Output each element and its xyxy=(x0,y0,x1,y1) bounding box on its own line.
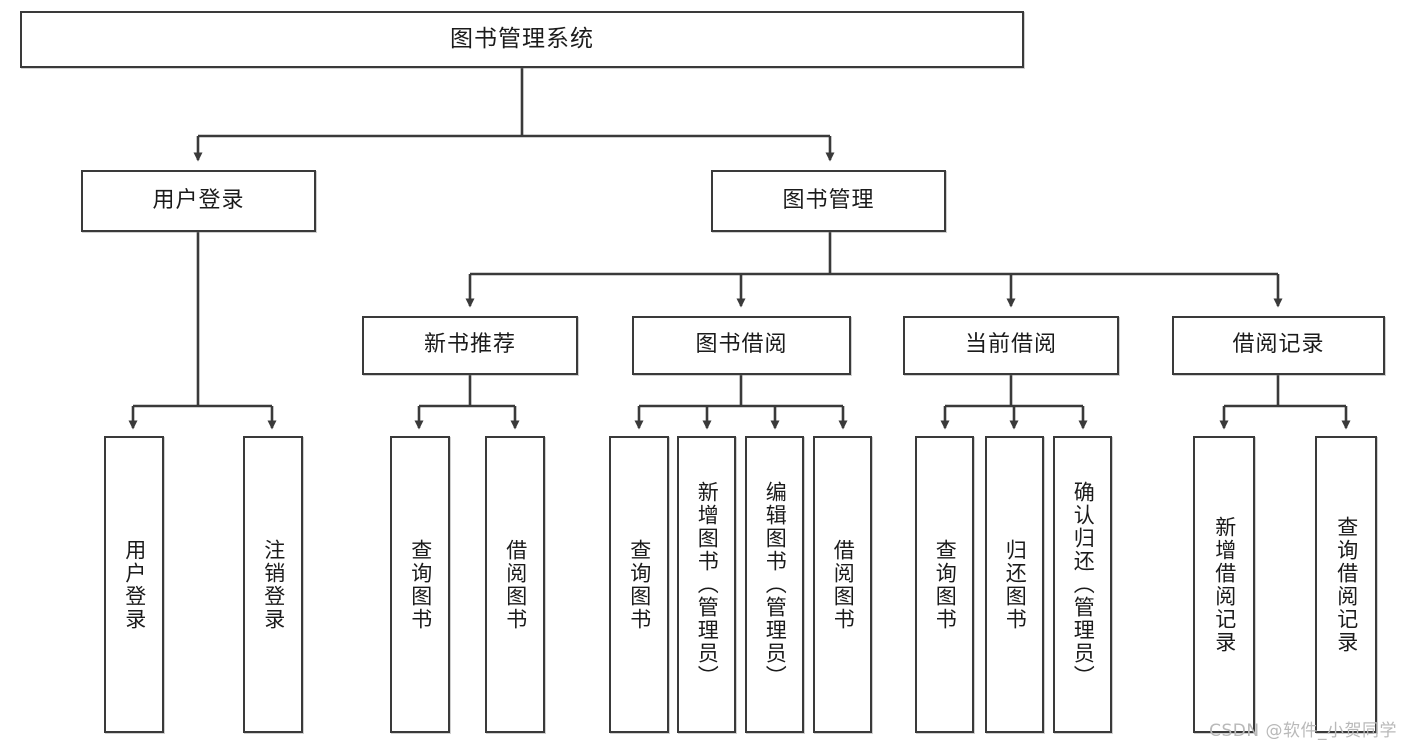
node-leaf-user-logout[interactable]: 注销登录 xyxy=(243,436,303,733)
node-book-management[interactable]: 图书管理 xyxy=(711,170,946,232)
node-label: 注销登录 xyxy=(261,538,286,631)
node-label: 查询图书 xyxy=(933,538,958,631)
node-leaf-borrow-book[interactable]: 借阅图书 xyxy=(813,436,872,733)
node-leaf-confirm-return-admin[interactable]: 确认归还（管理员） xyxy=(1053,436,1112,733)
node-current-borrow[interactable]: 当前借阅 xyxy=(903,316,1119,375)
node-label: 确认归还（管理员） xyxy=(1071,481,1096,688)
node-label: 借阅图书 xyxy=(503,538,528,631)
node-label: 查询借阅记录 xyxy=(1334,515,1359,654)
node-leaf-query-book-borrow[interactable]: 查询图书 xyxy=(609,436,669,733)
node-label: 借阅图书 xyxy=(831,538,856,631)
node-leaf-user-login[interactable]: 用户登录 xyxy=(104,436,164,733)
node-leaf-query-book-current[interactable]: 查询图书 xyxy=(915,436,974,733)
node-leaf-edit-book-admin[interactable]: 编辑图书（管理员） xyxy=(745,436,804,733)
node-label: 编辑图书（管理员） xyxy=(763,481,788,688)
node-label: 用户登录 xyxy=(122,538,147,631)
node-leaf-query-borrow-record[interactable]: 查询借阅记录 xyxy=(1315,436,1377,733)
node-label: 查询图书 xyxy=(627,538,652,631)
node-leaf-return-book[interactable]: 归还图书 xyxy=(985,436,1044,733)
node-user-login[interactable]: 用户登录 xyxy=(81,170,316,232)
node-label: 查询图书 xyxy=(408,538,433,631)
watermark-text: CSDN @软件_小贺同学 xyxy=(1209,721,1397,741)
node-root-book-management-system[interactable]: 图书管理系统 xyxy=(20,11,1024,68)
node-label: 新增图书（管理员） xyxy=(695,481,720,688)
node-leaf-query-book-recommend[interactable]: 查询图书 xyxy=(390,436,450,733)
node-leaf-borrow-book-recommend[interactable]: 借阅图书 xyxy=(485,436,545,733)
node-new-book-recommend[interactable]: 新书推荐 xyxy=(362,316,578,375)
node-borrow-record[interactable]: 借阅记录 xyxy=(1172,316,1385,375)
node-leaf-add-borrow-record[interactable]: 新增借阅记录 xyxy=(1193,436,1255,733)
node-label: 归还图书 xyxy=(1003,538,1028,631)
node-leaf-add-book-admin[interactable]: 新增图书（管理员） xyxy=(677,436,736,733)
node-label: 新增借阅记录 xyxy=(1212,515,1237,654)
node-book-borrow[interactable]: 图书借阅 xyxy=(632,316,851,375)
